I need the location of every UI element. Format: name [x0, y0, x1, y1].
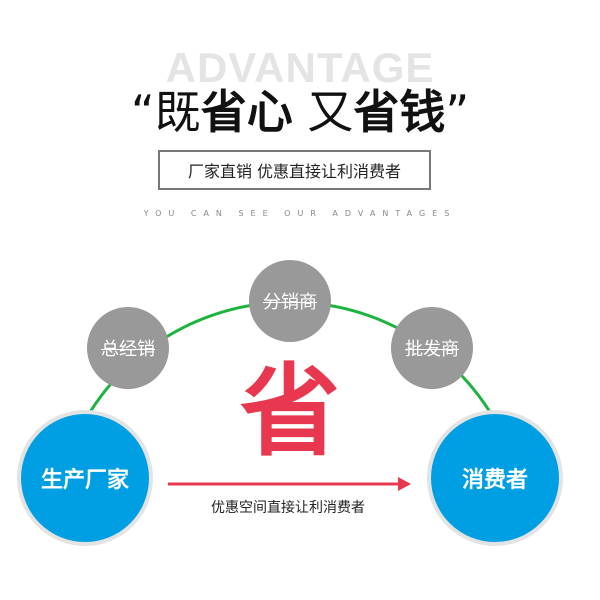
node-label: 批发商 — [405, 339, 459, 360]
node-producer: 生产厂家 — [17, 410, 153, 546]
save-character: 省 — [240, 353, 340, 470]
node-distributor: 分销商 — [249, 260, 331, 342]
node-wholesaler: 批发商 — [391, 307, 473, 389]
title-part: 既 — [154, 85, 201, 139]
node-label: 总经销 — [101, 339, 155, 360]
arrow-head — [398, 477, 411, 491]
title-part: 省钱 — [353, 85, 446, 139]
title-part: 省心 — [200, 85, 293, 139]
watermark-advantage: ADVANTAGE — [165, 44, 435, 91]
node-general-distributor: 总经销 — [87, 307, 169, 389]
page-title: “既省心 又省钱” — [0, 76, 600, 142]
subtitle-text: 厂家直销 优惠直接让利消费者 — [187, 162, 402, 181]
node-label: 生产厂家 — [40, 468, 129, 493]
open-quote: “ — [130, 85, 155, 139]
node-label: 消费者 — [461, 468, 528, 493]
title-part: 又 — [292, 85, 354, 139]
subtitle-box: 厂家直销 优惠直接让利消费者 — [158, 150, 431, 190]
english-tagline: YOU CAN SEE OUR ADVANTAGES — [143, 209, 457, 218]
arrow-caption: 优惠空间直接让利消费者 — [211, 500, 365, 516]
node-label: 分销商 — [263, 292, 317, 313]
close-quote: ” — [445, 85, 470, 139]
node-consumer: 消费者 — [427, 410, 563, 546]
